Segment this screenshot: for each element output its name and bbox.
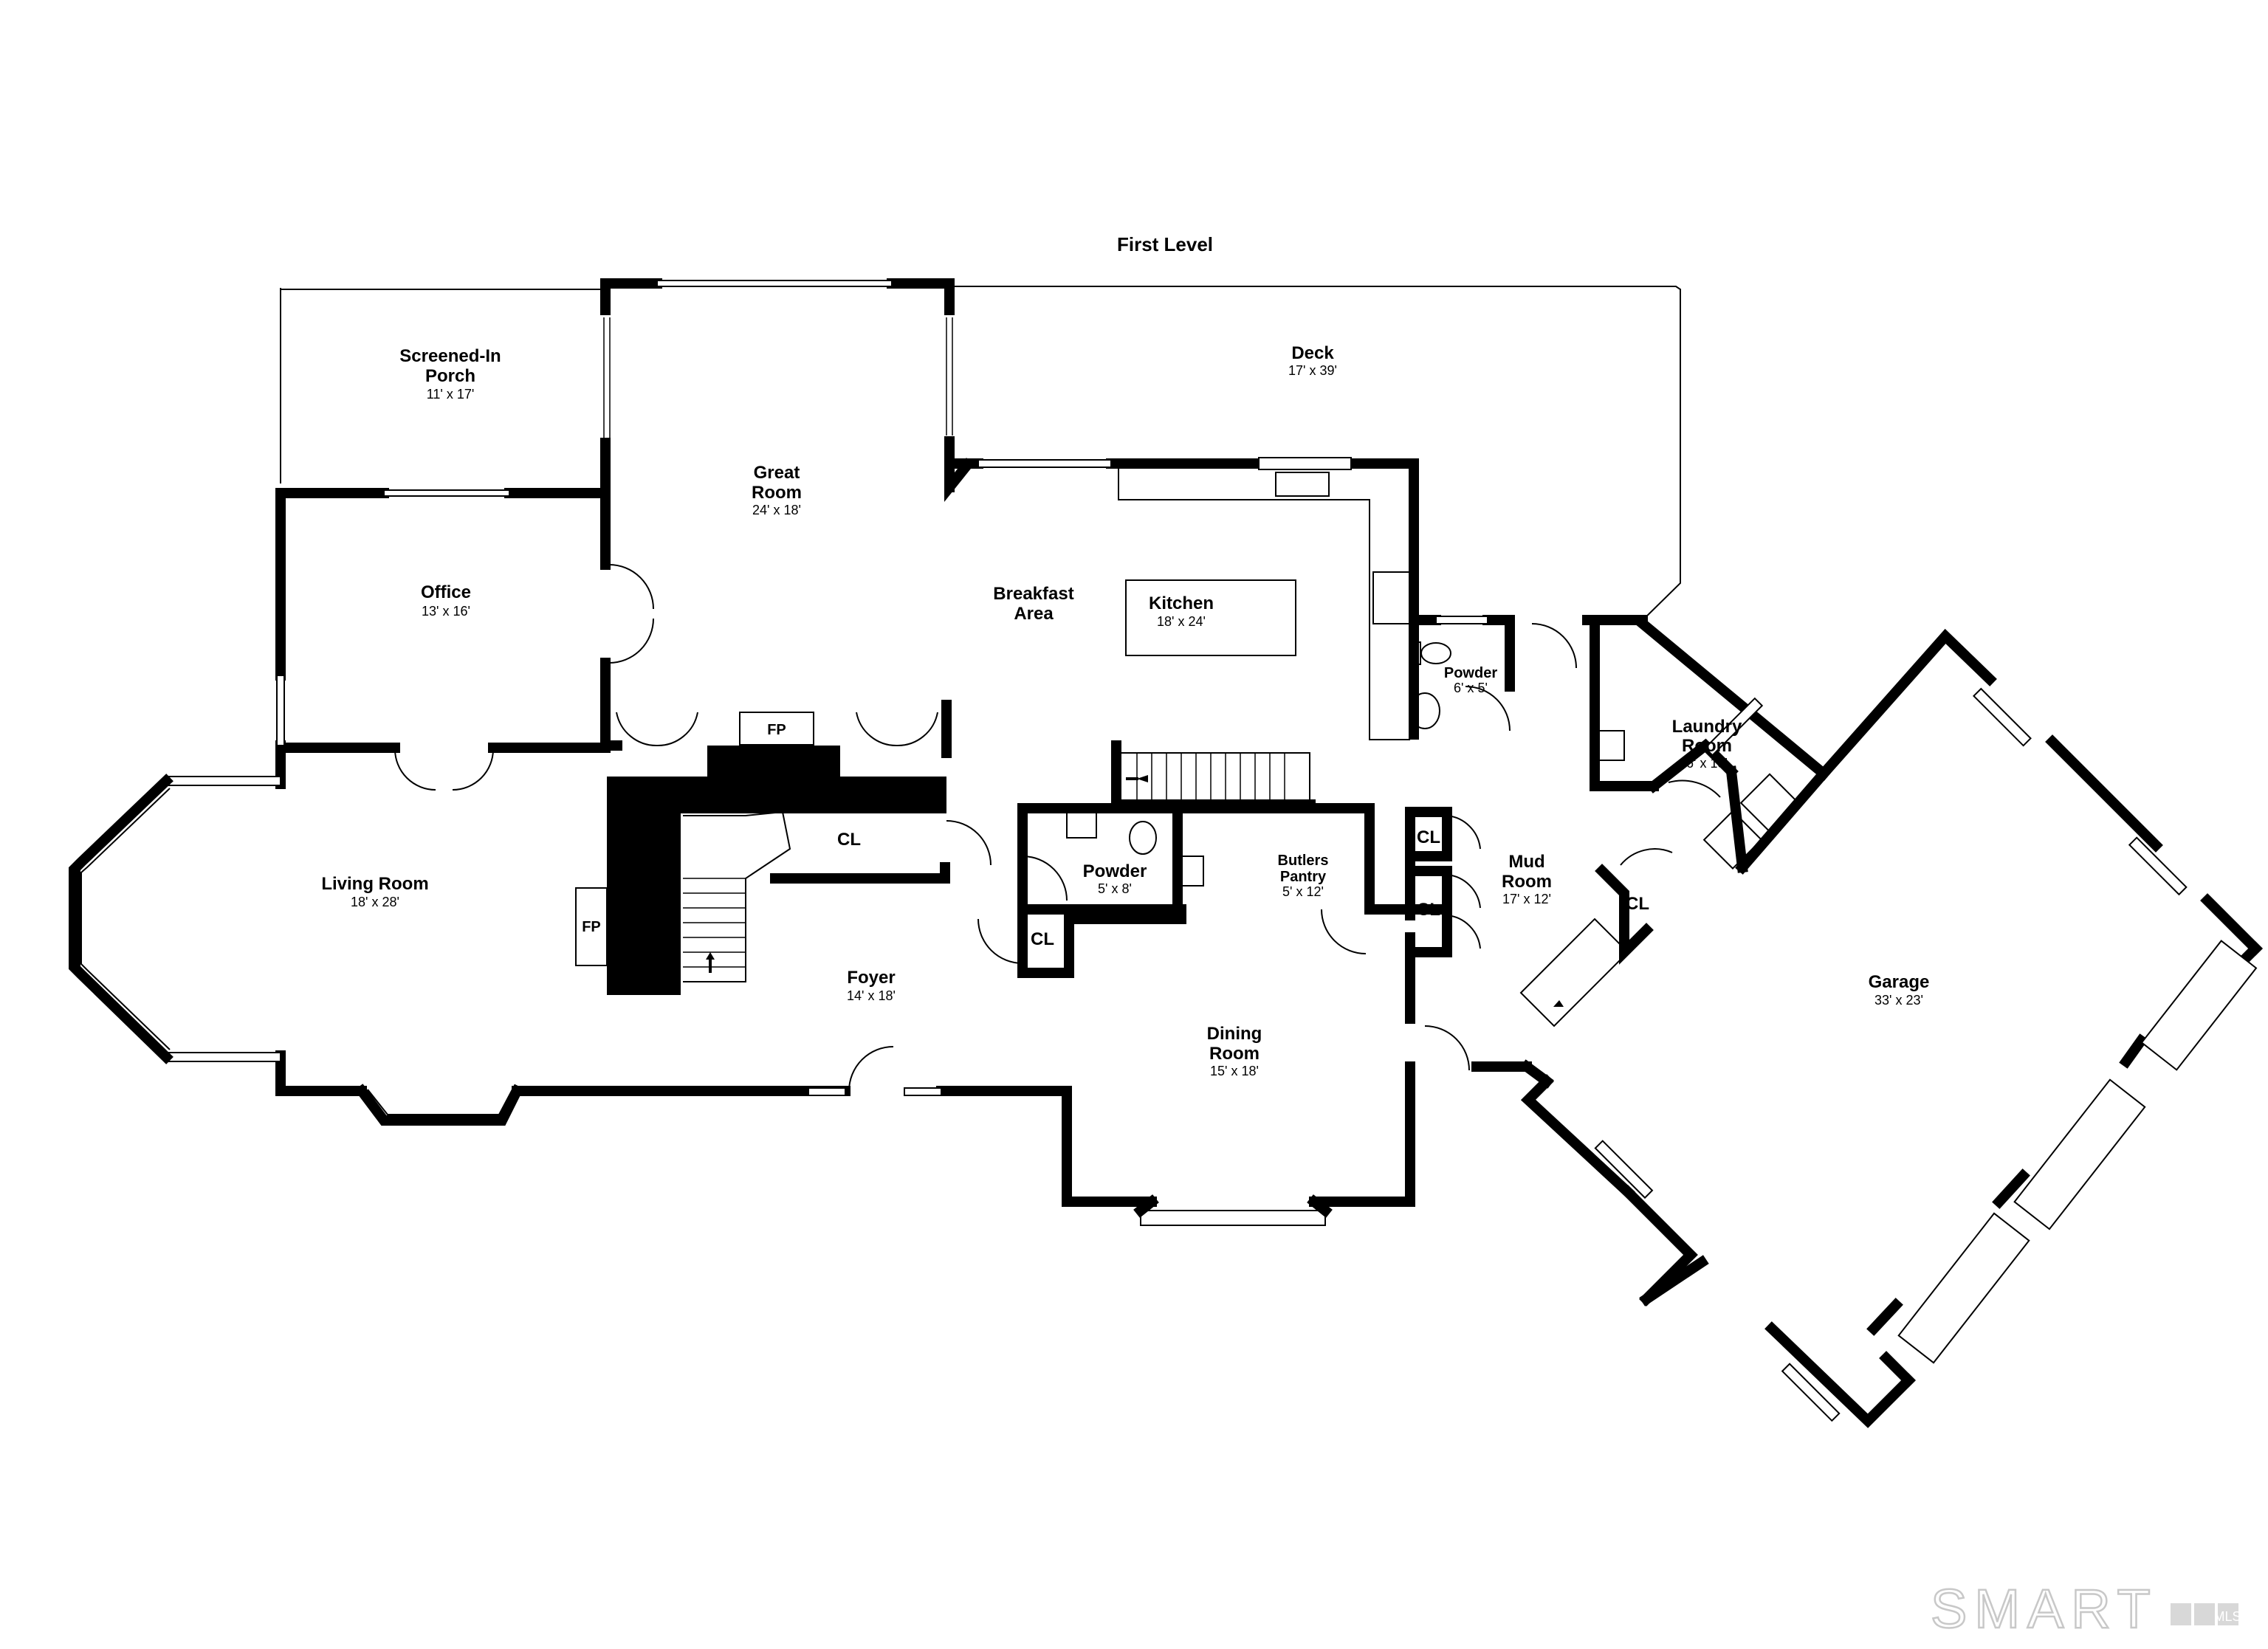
cl-mud-upper: CL <box>1417 827 1440 847</box>
room-dims: 24' x 18' <box>752 503 801 517</box>
room-name: Great <box>754 463 800 483</box>
room-name: Powder <box>1083 861 1147 881</box>
room-dims: 14' x 18' <box>847 988 896 1003</box>
room-name: Room <box>752 483 802 503</box>
room-name: Mud <box>1508 852 1544 872</box>
kitchen-island <box>1125 579 1296 656</box>
room-name: Foyer <box>847 968 895 988</box>
room-dims: 17' x 12' <box>1502 892 1551 906</box>
room-dims: 33' x 23' <box>1874 993 1923 1008</box>
room-name: Room <box>1682 736 1732 756</box>
room-name: Laundry <box>1672 717 1742 737</box>
room-name: Room <box>1502 872 1552 892</box>
smart-mls-logo: SMART MLS <box>1930 1577 2241 1641</box>
walls <box>275 278 2263 1428</box>
room-name: Dining <box>1207 1024 1262 1044</box>
room-dims: 17' x 39' <box>1288 363 1337 378</box>
fireplace-living-room <box>575 887 608 966</box>
room-dims: 15' x 18' <box>1210 1064 1259 1078</box>
kitchen-fixtures <box>1118 469 1411 740</box>
room-labels: Screened-In Porch 11' x 17' Great Room 2… <box>321 343 1929 1078</box>
room-dims: 5' x 8' <box>1098 881 1132 896</box>
room-name: Pantry <box>1280 869 1327 885</box>
cl-foyer: CL <box>837 830 861 850</box>
windows <box>69 280 2258 1422</box>
cl-garage-stair: CL <box>1626 894 1649 914</box>
room-name: Butlers <box>1278 853 1329 869</box>
room-name: Screened-In <box>399 346 501 366</box>
room-name: Deck <box>1291 343 1334 363</box>
plan-title: First Level <box>1117 233 1213 255</box>
room-name: Office <box>421 582 471 602</box>
cl-powder: CL <box>1031 929 1054 949</box>
fireplaces: FP FP <box>575 712 814 966</box>
room-dims: 6' x 5' <box>1454 681 1488 695</box>
stairs <box>683 752 1629 1027</box>
fireplace-mass <box>607 746 946 995</box>
room-name: Area <box>1014 604 1054 624</box>
mls-boxes: MLS <box>2171 1603 2241 1625</box>
room-dims: 6' x 13' <box>1686 756 1728 771</box>
room-name: Porch <box>425 366 475 386</box>
room-dims: 18' x 24' <box>1157 614 1206 629</box>
room-name: Garage <box>1869 972 1930 992</box>
bay-walls <box>69 774 1333 1218</box>
svg-text:MLS: MLS <box>2213 1609 2241 1624</box>
doors <box>394 564 1721 1092</box>
room-name: Breakfast <box>993 584 1073 604</box>
svg-text:SMART: SMART <box>1931 1578 2158 1639</box>
cl-mud-lower: CL <box>1417 900 1440 920</box>
bath-fixtures <box>1066 641 1800 887</box>
room-dims: 5' x 12' <box>1282 884 1324 899</box>
room-dims: 11' x 17' <box>427 387 475 402</box>
room-name: Living Room <box>321 874 428 894</box>
room-name: Powder <box>1444 665 1497 681</box>
room-dims: 18' x 28' <box>351 895 399 909</box>
outdoor-outlines <box>280 286 1681 624</box>
fp-label-great: FP <box>767 722 786 738</box>
room-name: Room <box>1209 1044 1260 1064</box>
room-dims: 13' x 16' <box>422 604 470 619</box>
room-name: Kitchen <box>1149 593 1214 613</box>
fireplace-great-room <box>739 712 814 746</box>
fp-label-living: FP <box>582 919 601 935</box>
closet-labels: CL CL CL CL CL <box>837 827 1649 949</box>
